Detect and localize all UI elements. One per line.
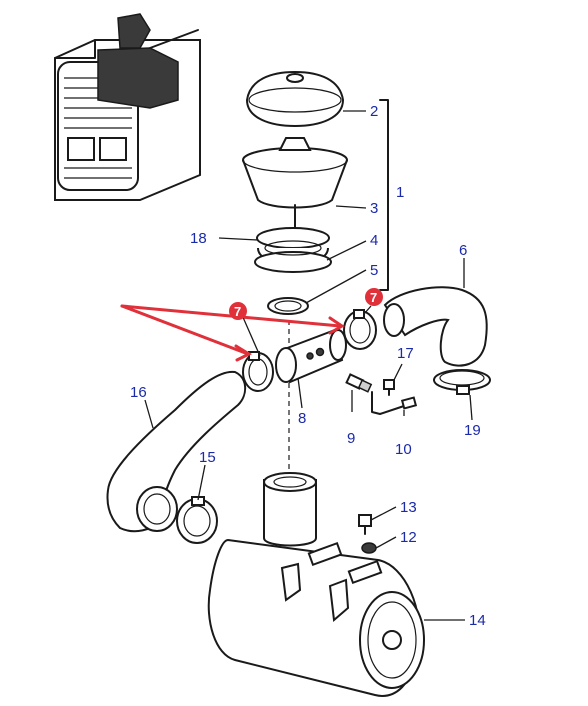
callout-8: 8: [298, 410, 306, 427]
part-7-clamp-right: [343, 309, 377, 350]
tractor-location-inset: [54, 13, 201, 201]
callout-5: 5: [370, 262, 378, 279]
callout-14: 14: [469, 612, 486, 629]
part-4-baffle: [254, 227, 332, 273]
callout-7-badge-right: [365, 288, 383, 306]
callout-17: 17: [397, 345, 414, 362]
part-3-bowl: [242, 137, 348, 233]
part-19-clamp: [433, 369, 491, 395]
part-6-elbow-hose: [383, 286, 488, 367]
part-16-hose: [106, 370, 247, 533]
part-14-housing: [207, 472, 425, 697]
callout-9: 9: [347, 430, 355, 447]
callout-19: 19: [464, 422, 481, 439]
callout-1: 1: [396, 184, 404, 201]
part-2-cover: [245, 70, 345, 128]
callout-3: 3: [370, 200, 378, 217]
callout-15: 15: [199, 449, 216, 466]
part-13-bolt: [358, 514, 372, 535]
part-7-clamp-left: [242, 351, 274, 392]
callout-7-left: 7: [234, 304, 241, 319]
callout-6: 6: [459, 242, 467, 259]
callout-12: 12: [400, 529, 417, 546]
part-12-washer: [361, 542, 377, 554]
callout-7-right: 7: [370, 290, 377, 305]
leader-lines: [144, 110, 473, 621]
part-9-sensor: [345, 373, 373, 393]
callout-4: 4: [370, 232, 378, 249]
callout-10: 10: [395, 441, 412, 458]
part-17-bolt: [383, 379, 395, 396]
callout-13: 13: [400, 499, 417, 516]
callout-16: 16: [130, 384, 147, 401]
group-bracket: [379, 99, 389, 291]
part-10-wire: [371, 391, 418, 415]
callout-7-badge-left: [229, 302, 247, 320]
part-15-clamp: [176, 496, 218, 544]
part-5-seal: [267, 297, 309, 315]
part-8-connector-pipe: [275, 328, 347, 384]
callout-2: 2: [370, 103, 378, 120]
callout-18: 18: [190, 230, 207, 247]
